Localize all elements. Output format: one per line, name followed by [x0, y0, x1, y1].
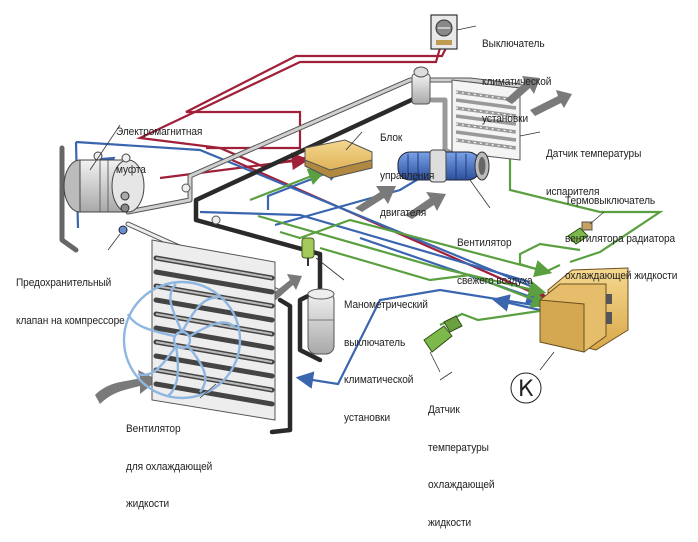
blue-wire-8 [491, 294, 541, 312]
label-compressor-relief-valve: Предохранительный клапан на компрессоре [16, 277, 125, 327]
label-coolant-fan: Вентилятор для охлаждающей жидкости [126, 423, 213, 510]
label-fresh-air-fan: Вентилятор свежего воздуха [457, 237, 533, 287]
airflow-arrow-evaporator-1 [505, 76, 540, 104]
pipe-condenser-loop [269, 297, 293, 435]
pipe-compressor-left [59, 145, 79, 253]
green-wire-7 [518, 242, 581, 274]
airflow-arrows [95, 76, 572, 404]
control-unit-k-symbol: К [510, 372, 542, 404]
green-wire-2 [249, 168, 327, 202]
label-engine-control-unit: Блок управления двигателя [380, 132, 435, 219]
pipe-caps [181, 183, 221, 225]
k-symbol-letter: К [518, 377, 534, 402]
expansion-valve [411, 66, 431, 105]
airflow-arrow-coolant-fan [95, 370, 158, 404]
red-wire-2 [185, 47, 447, 150]
climate-control-module [539, 267, 629, 371]
airflow-arrow-fresh-air-2 [405, 192, 446, 219]
coolant-temp-sensor [423, 315, 463, 373]
blue-wire-7 [295, 288, 541, 389]
green-wire-3 [279, 218, 553, 278]
label-electromagnetic-clutch: Электромагнитная муфта [116, 126, 203, 176]
green-wire-5 [319, 246, 550, 308]
receiver-drier [307, 288, 335, 355]
label-coolant-temp-sensor: Датчик температуры охлаждающей жидкости [428, 404, 495, 529]
relief-valve [118, 225, 128, 235]
pipe-dark-loop [193, 93, 423, 363]
label-climate-switch: Выключатель климатической установки [482, 38, 552, 125]
airflow-arrow-fresh-air-1 [355, 186, 396, 212]
fresh-air-blower [397, 149, 491, 209]
radiator-fan-thermoswitch [567, 211, 605, 245]
evaporator [451, 79, 541, 161]
blue-wire-5 [199, 210, 531, 284]
climate-switch [430, 14, 477, 50]
engine-control-unit [304, 131, 373, 179]
label-evaporator-temp-sensor: Датчик температуры испарителя [546, 148, 642, 198]
pressure-switch [301, 237, 345, 281]
airflow-arrow-evaporator-2 [530, 90, 572, 116]
label-radiator-fan-thermoswitch: Термовыключатель вентилятора радиатора о… [565, 195, 678, 282]
airflow-arrow-condenser [270, 274, 302, 300]
ac-system-diagram: К [59, 14, 664, 435]
coolant-fan [122, 280, 242, 400]
label-pressure-switch: Манометрический выключатель климатическо… [344, 299, 428, 424]
green-wire-4 [257, 214, 547, 298]
leader-lines [439, 371, 453, 381]
compressor [63, 124, 145, 251]
